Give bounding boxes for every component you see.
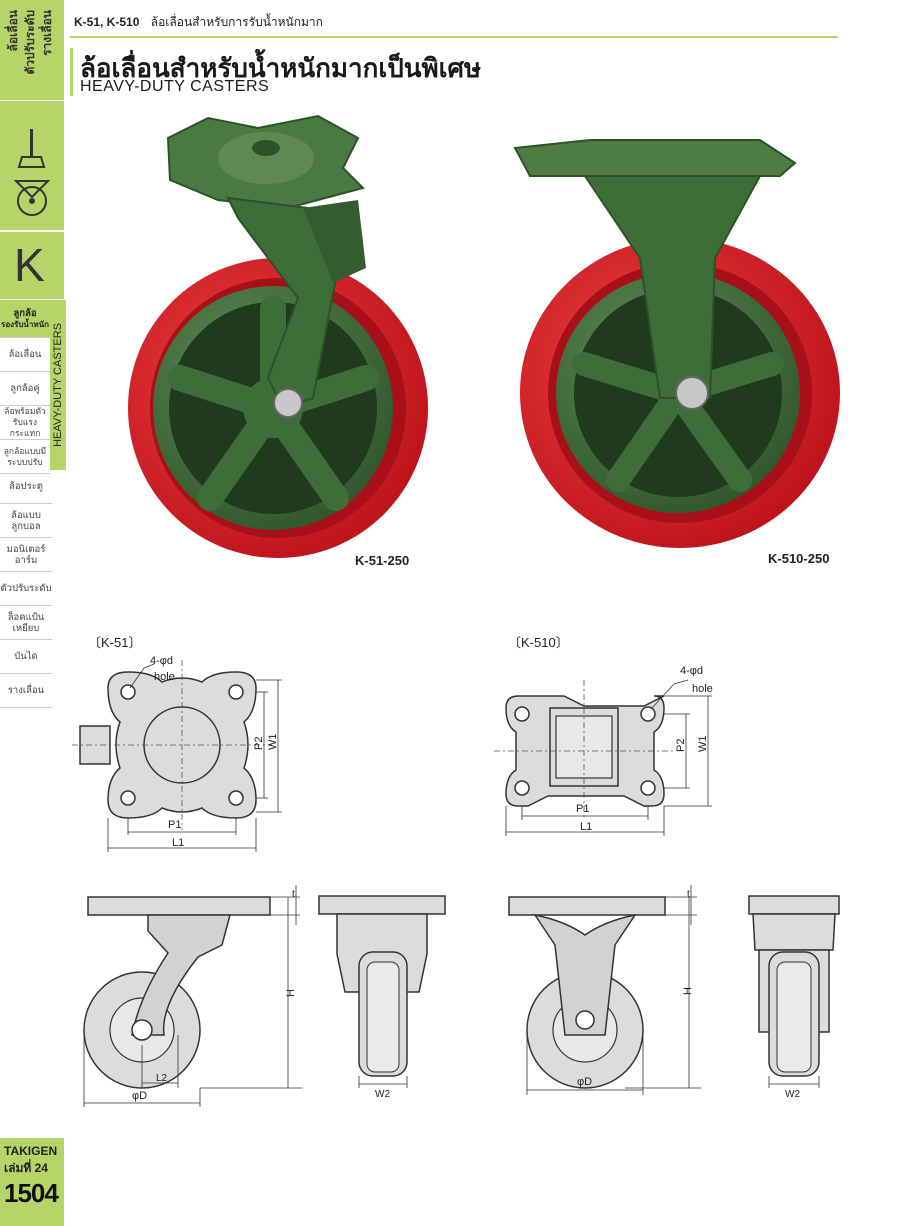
brand-name: TAKIGEN [4, 1144, 58, 1158]
sidebar-item-door-rollers[interactable]: ล้อประตู [0, 470, 52, 504]
k510-side-view: t H φD [505, 885, 705, 1100]
dim-l2: L2 [156, 1073, 168, 1084]
sidebar-nav: ลูกล้อ รองรับน้ำหนัก ล้อเลื่อน ลูกล้อคู่… [0, 300, 64, 474]
sidebar-item-pedal-lock[interactable]: ล็อคแป้นเหยียบ [0, 606, 52, 640]
k510-drawing-label: 〔K-510〕 [508, 635, 569, 650]
sidebar-item-ball-transfer[interactable]: ล้อแบบลูกบอล [0, 504, 52, 538]
catalog-volume: เล่มที่ 24 [4, 1161, 48, 1175]
dim-w1: W1 [267, 734, 279, 751]
sidebar-item-twin-casters[interactable]: ลูกล้อคู่ [0, 372, 50, 406]
sidebar-item-slide-rails[interactable]: รางเลื่อน [0, 674, 52, 708]
left-photo-caption: K-51-250 [355, 553, 410, 568]
swivel-caster-photo [88, 108, 438, 563]
k510-front-view: W2 [745, 892, 845, 1107]
hole-spec: 4-φd [150, 655, 173, 667]
hole-spec: 4-φd [680, 665, 703, 677]
page-number: 1504 [4, 1178, 59, 1208]
dim-w2: W2 [785, 1089, 800, 1100]
dim-t: t [687, 889, 690, 900]
breadcrumb-subtitle: ล้อเลื่อนสำหรับการรับน้ำหนักมาก [150, 15, 323, 29]
sidebar-item-monitor-arm[interactable]: มอนิเตอร์อาร์ม [0, 538, 52, 572]
sidebar-item-heavy-duty[interactable]: ลูกล้อ รองรับน้ำหนัก [0, 300, 50, 338]
sidebar-item-levelers[interactable]: ตัวปรับระดับ [0, 572, 52, 606]
casters-tab: HEAVY-DUTY CASTERS [50, 300, 66, 470]
page-title-en: HEAVY-DUTY CASTERS [80, 78, 270, 95]
dim-p1: P1 [576, 803, 589, 815]
section-letter: K [0, 231, 64, 299]
sidebar-header-line: รางเลื่อน [40, 10, 54, 56]
sidebar-header-line: ตัวปรับระดับ [23, 10, 37, 75]
hole-word: hole [154, 671, 175, 683]
sidebar-header: ล้อเลื่อน ตัวปรับระดับ รางเลื่อน [0, 0, 64, 100]
title-accent [70, 48, 73, 96]
sidebar-item-casters[interactable]: ล้อเลื่อน [0, 338, 50, 372]
dim-h: H [682, 987, 694, 995]
dim-l1: L1 [580, 821, 592, 833]
k510-top-view: P1 L1 P2 W1 4-φd hole [494, 660, 734, 845]
k51-top-view: P1 L1 P2 W1 4-φd hole [72, 650, 302, 865]
dim-w2: W2 [375, 1089, 390, 1100]
dim-p1: P1 [168, 819, 181, 831]
dim-p2: P2 [253, 737, 265, 750]
sidebar-item-steps[interactable]: บันได [0, 640, 52, 674]
hole-word: hole [692, 683, 713, 695]
sidebar: ล้อเลื่อน ตัวปรับระดับ รางเลื่อน K ลูกล้… [0, 0, 66, 1226]
dim-p2: P2 [675, 739, 687, 752]
breadcrumb: K-51, K-510 ล้อเลื่อนสำหรับการรับน้ำหนัก… [74, 13, 323, 32]
dim-t: t [292, 889, 295, 900]
k51-side-view: t H L2 φD [80, 885, 305, 1115]
k51-front-view: W2 [315, 892, 455, 1107]
sidebar-header-line: ล้อเลื่อน [6, 10, 20, 52]
caster-leveler-icon [0, 100, 64, 230]
brand-block: TAKIGEN เล่มที่ 24 1504 [0, 1138, 64, 1226]
dim-d: φD [132, 1090, 147, 1102]
k51-drawing-label: 〔K-51〕 [88, 635, 142, 650]
header-rule [70, 36, 838, 38]
dim-h: H [285, 989, 297, 997]
dim-w1: W1 [697, 736, 709, 753]
right-photo-caption: K-510-250 [768, 551, 830, 566]
dim-d: φD [577, 1076, 592, 1088]
page-title: ล้อเลื่อนสำหรับน้ำหนักมากเป็นพิเศษ [80, 53, 482, 83]
rigid-caster-photo [510, 138, 840, 555]
sidebar-item-shock-absorbing[interactable]: ล้อพร้อมตัวรับแรงกระแทก [0, 406, 50, 440]
sidebar-nav-lower: ล้อประตู ล้อแบบลูกบอล มอนิเตอร์อาร์ม ตัว… [0, 470, 52, 708]
dim-l1: L1 [172, 837, 184, 849]
breadcrumb-models: K-51, K-510 [74, 15, 140, 29]
sidebar-item-adjustable[interactable]: ลูกล้อแบบมีระบบปรับ [0, 440, 50, 474]
